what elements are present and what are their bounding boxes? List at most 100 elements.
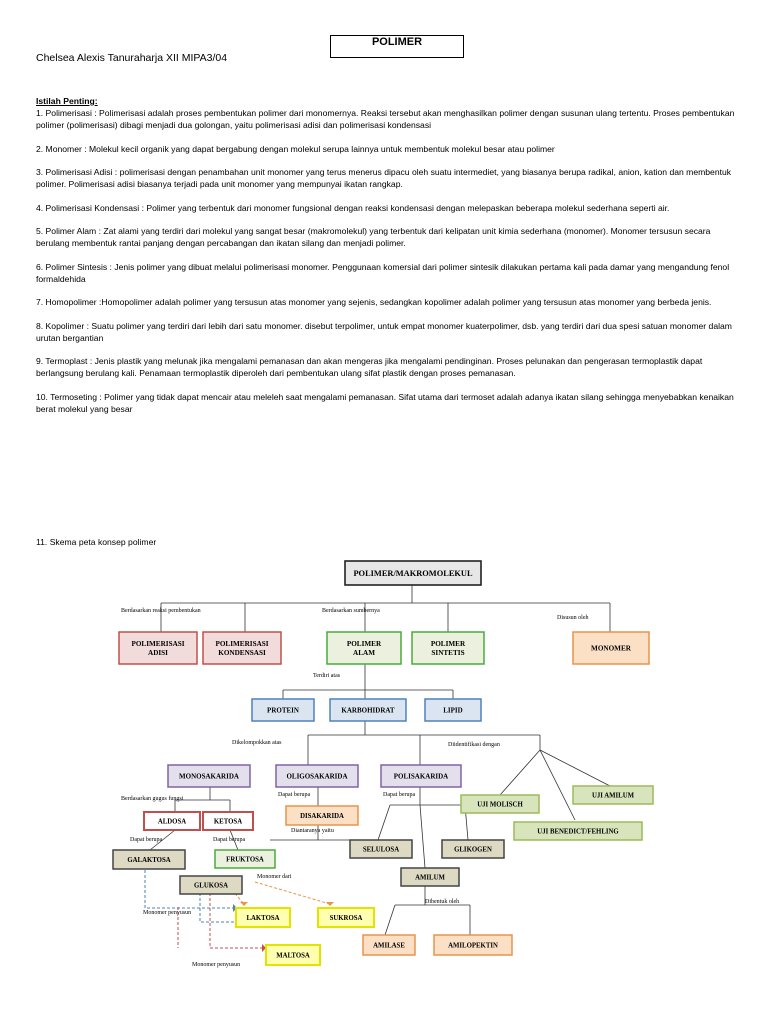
connector-label: Dikelompokkan atas	[232, 740, 282, 746]
selulosa-node: SELULOSA	[349, 839, 413, 859]
benedict-node: UJI BENEDICT/FEHLING	[513, 821, 643, 841]
ketosa-node: KETOSA	[202, 811, 254, 831]
node-label: LAKTOSA	[246, 915, 279, 922]
connector-line	[149, 829, 176, 851]
connector-label: Monomer penyusun	[143, 910, 191, 916]
connector-label: Berdasarkan sumbernya	[322, 608, 380, 614]
document-title: POLIMER	[330, 35, 464, 58]
node-label: POLIMER	[431, 640, 466, 648]
glossary-item: 6. Polimer Sintesis : Jenis polimer yang…	[36, 261, 730, 284]
connector-line	[144, 870, 237, 909]
author-line: Chelsea Alexis Tanuraharja XII MIPA3/04	[36, 52, 228, 64]
connector-label: Diidentifikasi dengan	[448, 741, 500, 748]
node-label: SINTETIS	[431, 649, 464, 657]
protein-node: PROTEIN	[251, 698, 315, 722]
node-label: KONDENSASI	[218, 649, 266, 657]
node-label: OLIGOSAKARIDA	[286, 773, 347, 781]
maltosa-node: MALTOSA	[265, 944, 321, 966]
node-label: AMILOPEKTIN	[448, 942, 498, 949]
connectors	[144, 585, 611, 952]
node-label: GLUKOSA	[194, 882, 228, 889]
connector-label: Terdiri atas	[313, 673, 341, 679]
node-label: UJI BENEDICT/FEHLING	[537, 828, 619, 835]
connector-label: Diantaranya yaitu	[291, 828, 334, 834]
node-label: POLIMERISASI	[215, 640, 268, 648]
glossary-item: 8. Kopolimer : Suatu polimer yang terdir…	[36, 320, 732, 343]
node-label: ALAM	[353, 649, 375, 657]
root-node: POLIMER/MAKROMOLEKUL	[344, 560, 482, 586]
nodes: POLIMER/MAKROMOLEKULPOLIMERISASIADISIPOL…	[112, 560, 654, 966]
galaktosa-node: GALAKTOSA	[112, 849, 186, 870]
schema-label: 11. Skema peta konsep polimer	[36, 537, 157, 547]
node-label: SELULOSA	[363, 846, 399, 853]
arrow-head	[262, 944, 266, 952]
connector-line	[377, 804, 391, 841]
node-label: ALDOSA	[158, 818, 186, 825]
amilum_test-node: UJI AMILUM	[572, 785, 654, 805]
node-label: MONOSAKARIDA	[179, 773, 239, 781]
amilase-node: AMILASE	[362, 934, 416, 956]
amilopektin-node: AMILOPEKTIN	[433, 934, 513, 956]
node-label: DISAKARIDA	[300, 813, 344, 820]
connector-line	[539, 749, 611, 787]
node-label: LIPID	[443, 707, 462, 715]
node-label: UJI MOLISCH	[477, 801, 523, 808]
monosakarida-node: MONOSAKARIDA	[167, 764, 251, 788]
node-label: MALTOSA	[276, 952, 310, 959]
glossary-item: 4. Polimerisasi Kondensasi : Polimer yan…	[36, 202, 670, 213]
karbohidrat-node: KARBOHIDRAT	[329, 698, 407, 722]
node-label: FRUKTOSA	[226, 856, 264, 863]
polisakarida-node: POLISAKARIDA	[380, 764, 462, 788]
connector-label: Dapat berupa	[213, 837, 245, 843]
connector-line	[384, 904, 396, 936]
glossary-item: 2. Monomer : Molekul kecil organik yang …	[36, 143, 555, 154]
aldosa-node: ALDOSA	[143, 811, 201, 831]
node-label: POLIMER	[347, 640, 382, 648]
monomer-node: MONOMER	[572, 631, 650, 665]
node-label: KETOSA	[214, 818, 242, 825]
glikogen-node: GLIKOGEN	[441, 839, 505, 859]
glossary-item: 3. Polimerisasi Adisi : polimerisasi den…	[36, 167, 732, 189]
connector-label: Dapat berupa	[130, 837, 162, 843]
connector-label: Dapat berupa	[383, 792, 415, 798]
node-label: UJI AMILUM	[592, 792, 635, 799]
glossary-item: 5. Polimer Alam : Zat alami yang terdiri…	[36, 226, 711, 248]
connector-label: Monomer dari	[257, 874, 292, 880]
node-label: MONOMER	[591, 645, 632, 653]
connector-label: Dibentuk oleh	[425, 899, 459, 905]
connector-line	[499, 749, 541, 796]
node-label: ADISI	[148, 649, 168, 657]
connector-label: Disusun oleh	[557, 615, 589, 621]
sukrosa-node: SUKROSA	[317, 907, 375, 928]
glossary-item: 9. Termoplast : Jenis plastik yang melun…	[36, 356, 703, 378]
glossary-heading: Istilah Penting:	[36, 96, 98, 106]
node-label: POLISAKARIDA	[394, 773, 448, 781]
molisch-node: UJI MOLISCH	[460, 794, 540, 814]
glossary-item: 1. Polimerisasi : Polimerisasi adalah pr…	[36, 108, 735, 130]
node-label: AMILASE	[373, 942, 405, 949]
fruktosa-node: FRUKTOSA	[214, 849, 276, 869]
connector-line	[209, 893, 266, 949]
node-label: PROTEIN	[267, 707, 299, 715]
arrow-head	[240, 902, 248, 906]
node-label: KARBOHIDRAT	[341, 707, 394, 715]
node-label: POLIMER/MAKROMOLEKUL	[353, 569, 473, 578]
connector-label: Berdasarkan reaksi pembentukan	[121, 608, 201, 614]
glukosa-node: GLUKOSA	[179, 875, 243, 895]
connector-line	[539, 749, 576, 821]
glossary-item: 7. Homopolimer :Homopolimer adalah polim…	[36, 297, 712, 307]
laktosa-node: LAKTOSA	[235, 907, 291, 928]
node-label: GALAKTOSA	[127, 857, 170, 864]
arrow-head	[326, 902, 334, 906]
connector-label: Berdasarkan gugus fungsi	[121, 795, 184, 802]
connector-line	[254, 881, 331, 905]
connector-line	[229, 829, 239, 851]
oligosakarida-node: OLIGOSAKARIDA	[275, 764, 359, 788]
node-label: AMILUM	[415, 874, 445, 881]
